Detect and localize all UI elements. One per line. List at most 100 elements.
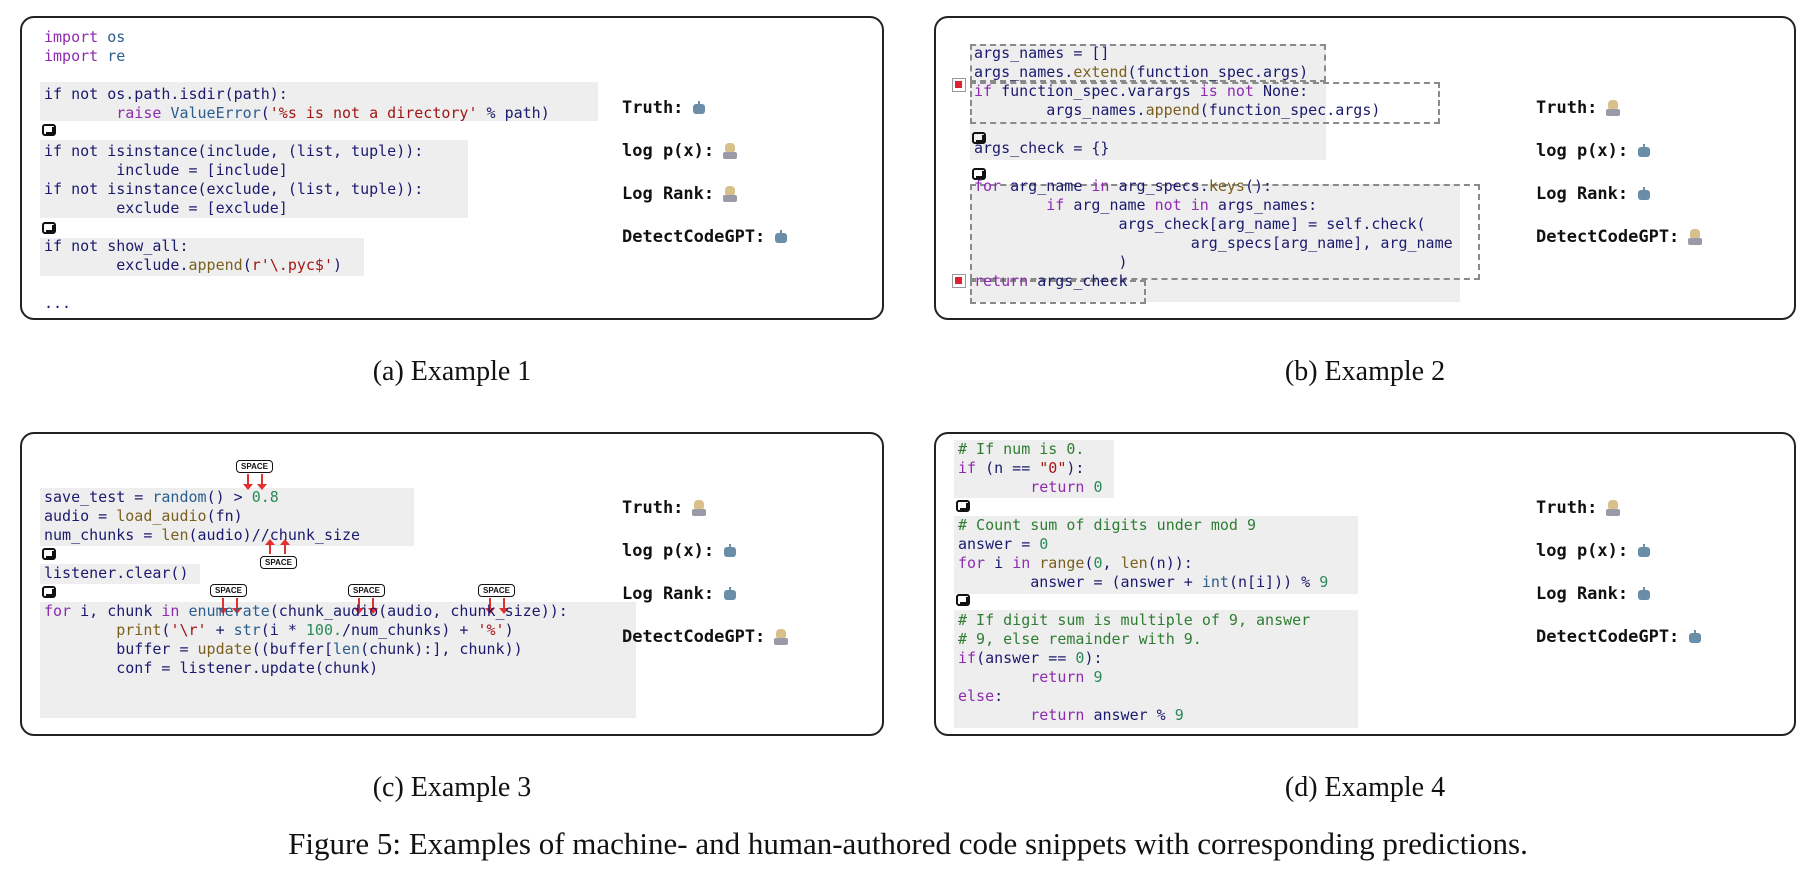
code-token — [44, 621, 116, 639]
code-token: args_names. — [974, 101, 1146, 119]
down-arrow-icon — [243, 474, 253, 490]
code-token: (answer == — [976, 649, 1076, 667]
code-token: not in — [1154, 196, 1209, 214]
code-token: for — [958, 554, 986, 572]
return-symbol-icon — [972, 132, 986, 144]
panel-example-3: SPACE SPACE SPACE SPACE SPACE save_test … — [20, 432, 884, 736]
return-symbol-icon — [42, 222, 56, 234]
panel-example-4: # If num is 0.if (n == "0"): return 0# C… — [934, 432, 1796, 736]
truth-label: Truth: — [622, 497, 684, 518]
code-token: i — [985, 554, 1013, 572]
detectcodegpt-label: DetectCodeGPT: — [622, 626, 766, 647]
code-token: 9 — [1093, 668, 1103, 686]
space-token-badge: SPACE — [348, 584, 385, 597]
code-token: /num_chunks) + — [342, 621, 478, 639]
robot-icon — [722, 586, 738, 601]
code-token: num_chunks = — [44, 526, 162, 544]
robot-icon — [1636, 543, 1652, 558]
code-token: (n)): — [1147, 554, 1193, 572]
code-line: if not os.path.isdir(path): — [44, 85, 288, 103]
code-token: in — [1091, 177, 1110, 195]
robot-icon — [773, 229, 789, 244]
code-block-2 — [40, 140, 468, 218]
predictions: Truth: log p(x): Log Rank: DetectCodeGPT… — [622, 486, 789, 658]
code-token: return — [1030, 478, 1085, 496]
code-token: (): — [1244, 177, 1273, 195]
code-token: return — [1030, 706, 1085, 724]
code-token: append — [188, 256, 243, 274]
code-token: : — [994, 687, 1004, 705]
code-token: ) — [333, 256, 343, 274]
code-token: ((buffer[ — [251, 640, 333, 658]
code-token: None: — [1253, 82, 1309, 100]
logrank-label: Log Rank: — [1536, 183, 1629, 204]
dashed-region — [970, 184, 1480, 280]
code-line: # Count sum of digits under mod 9 — [958, 516, 1257, 534]
code-token: answer = — [958, 535, 1040, 553]
return-symbol-icon — [42, 548, 56, 560]
return-symbol-icon — [956, 594, 970, 606]
code-token: '\r' — [170, 621, 207, 639]
dashed-region — [970, 280, 1146, 304]
code-token: for — [974, 177, 1002, 195]
code-token: function_spec.varargs — [992, 82, 1200, 100]
code-token: print — [116, 621, 162, 639]
dashed-region — [970, 82, 1440, 124]
code-token: (n == — [976, 459, 1040, 477]
code-token: 0 — [1093, 478, 1103, 496]
code-block-2 — [970, 184, 1460, 302]
code-token: str — [233, 621, 261, 639]
code-token: exclude. — [44, 256, 189, 274]
logrank-label: Log Rank: — [622, 583, 715, 604]
code-token: answer % — [1084, 706, 1175, 724]
code-token: (function_spec.args) — [1199, 101, 1381, 119]
code-token: len — [1120, 554, 1148, 572]
space-token-badge: SPACE — [236, 460, 273, 473]
code-token: (chunk_audio(audio, chunk_size)): — [269, 602, 568, 620]
code-token: import — [44, 28, 99, 46]
code-line: include = [include] — [44, 161, 288, 179]
down-arrow-icon — [257, 474, 267, 490]
code-line: arg_specs[arg_name], arg_name — [974, 234, 1453, 252]
code-token: int — [1201, 573, 1229, 591]
return-symbol-icon — [956, 500, 970, 512]
code-token: audio = — [44, 507, 117, 525]
robot-icon — [1636, 143, 1652, 158]
caption-example-2: (b) Example 2 — [1284, 356, 1446, 387]
code-token: append — [1145, 101, 1200, 119]
logp-label: log p(x): — [622, 140, 715, 161]
code-token: arg_specs. — [1109, 177, 1209, 195]
code-line: conf = listener.update(chunk) — [44, 659, 379, 677]
code-token: (i * — [260, 621, 306, 639]
code-token: in — [161, 602, 180, 620]
code-token: re — [98, 47, 126, 65]
code-token: extend — [1073, 63, 1128, 81]
code-line: listener.clear() — [44, 564, 189, 582]
code-token: (n[i])) % — [1228, 573, 1320, 591]
predictions: Truth: log p(x): Log Rank: DetectCodeGPT… — [1536, 86, 1703, 258]
down-arrow-icon — [485, 598, 495, 614]
code-block-3 — [40, 238, 364, 276]
code-line: args_check[arg_name] = self.check( — [974, 215, 1426, 233]
code-token: args_names: — [1208, 196, 1318, 214]
caption-example-1: (a) Example 1 — [372, 356, 532, 387]
code-line: if not show_all: — [44, 237, 189, 255]
code-token: ( — [260, 104, 270, 122]
code-token: update — [197, 640, 252, 658]
code-token: enumerate — [179, 602, 270, 620]
detectcodegpt-label: DetectCodeGPT: — [622, 226, 766, 247]
robot-icon — [1687, 629, 1703, 644]
code-line: if not isinstance(exclude, (list, tuple)… — [44, 180, 424, 198]
caption-example-3: (c) Example 3 — [372, 772, 532, 803]
code-line: exclude = [exclude] — [44, 199, 288, 217]
code-token: len — [333, 640, 361, 658]
code-token: i, chunk — [71, 602, 162, 620]
code-token: args_check — [1028, 272, 1128, 290]
code-token: range — [1030, 554, 1085, 572]
code-line: # 9, else remainder with 9. — [958, 630, 1202, 648]
code-block-1 — [954, 440, 1114, 498]
code-token: arg_name — [1064, 196, 1155, 214]
human-icon — [1605, 499, 1621, 516]
